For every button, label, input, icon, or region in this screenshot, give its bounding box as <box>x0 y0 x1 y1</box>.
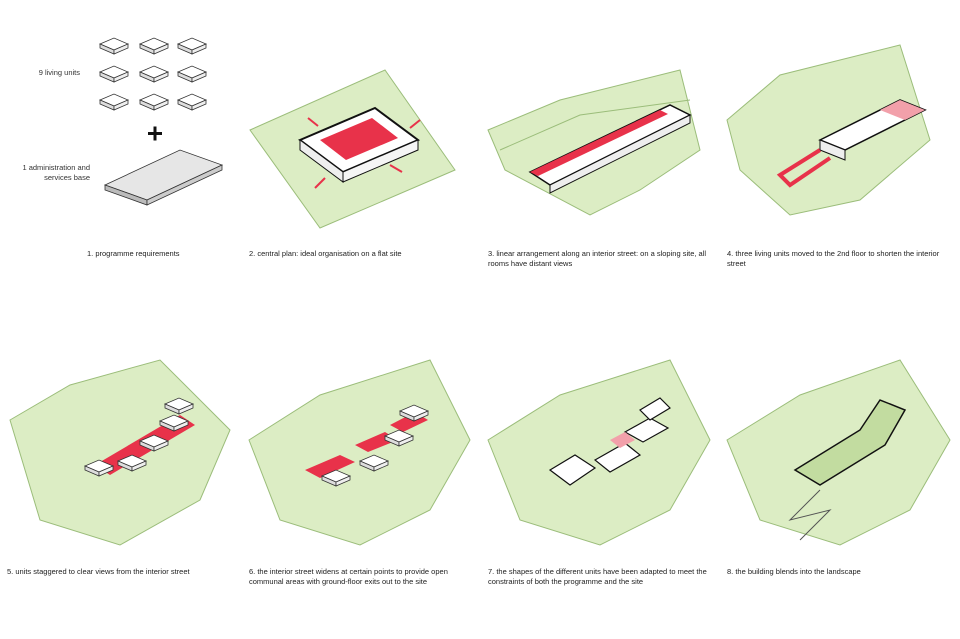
caption-4: 4. three living units moved to the 2nd f… <box>727 249 940 268</box>
panel-4-second-floor <box>726 44 931 216</box>
admin-base-label: 1 administration and services base <box>22 163 90 182</box>
admin-base-slab <box>103 149 224 206</box>
caption-1: 1. programme requirements <box>87 249 180 258</box>
panel-3-linear <box>487 69 701 216</box>
caption-8: 8. the building blends into the landscap… <box>727 567 861 576</box>
living-units-grid <box>99 37 207 111</box>
living-units-label: 9 living units <box>38 68 80 77</box>
caption-7: 7. the shapes of the different units hav… <box>488 567 707 586</box>
panel-8-blends <box>726 359 951 546</box>
panel-5-staggered <box>9 359 231 546</box>
panel-6-widens <box>248 359 471 546</box>
panel-7-shapes <box>487 359 711 546</box>
panel-2-central-plan <box>249 69 456 229</box>
caption-2: 2. central plan: ideal organisation on a… <box>249 249 402 258</box>
caption-3: 3. linear arrangement along an interior … <box>488 249 707 268</box>
caption-6: 6. the interior street widens at certain… <box>249 567 448 586</box>
panel-1-programme <box>99 37 224 206</box>
plus-icon <box>148 126 162 141</box>
caption-5: 5. units staggered to clear views from t… <box>7 567 190 576</box>
